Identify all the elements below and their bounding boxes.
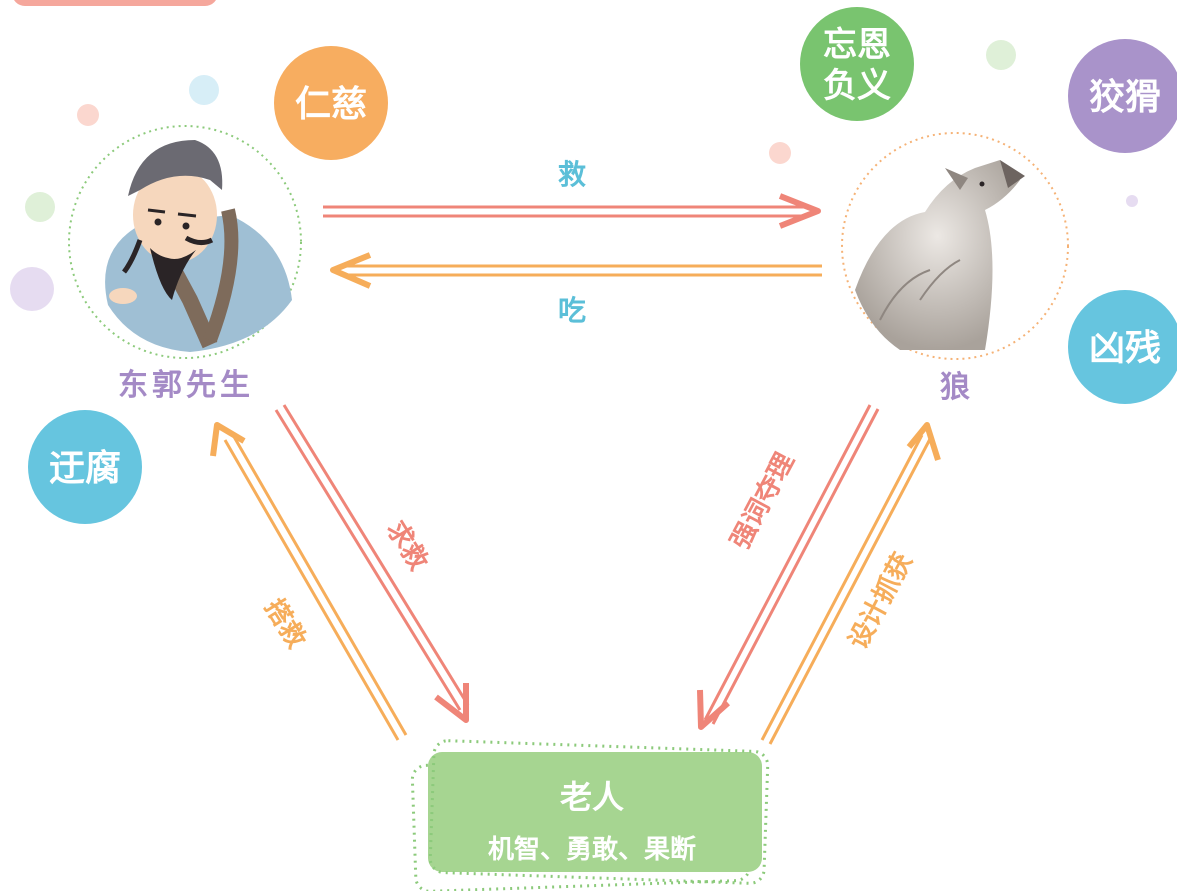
trait-jiaohua-text: 狡猾 (1089, 77, 1161, 118)
arrow-argue (697, 404, 880, 730)
oldman-name: 老人 (560, 778, 624, 816)
arrow-ask-help (274, 404, 470, 723)
trait-bubble-wangen: 忘恩 负义 (800, 7, 914, 121)
decorative-dots (10, 40, 1138, 311)
corner-tag (14, 0, 216, 6)
relation-argue-text: 强词夺理 (725, 448, 800, 554)
relation-save-text: 救 (558, 158, 586, 191)
trait-bubble-renci: 仁慈 (274, 46, 388, 160)
wolf-portrait (841, 132, 1069, 360)
oldman-card: 老人 机智、勇敢、果断 (410, 739, 770, 891)
trait-bubble-xiongcan: 凶残 (1068, 290, 1177, 404)
trait-bubble-yufu: 迂腐 (28, 410, 142, 524)
dongguo-name: 东郭先生 (118, 368, 254, 403)
trait-yufu-text: 迂腐 (49, 448, 121, 489)
arrow-trap (760, 422, 941, 745)
wolf-name: 狼 (940, 370, 970, 405)
trait-bubble-jiaohua: 狡猾 (1068, 39, 1177, 153)
oldman-traits: 机智、勇敢、果断 (488, 834, 696, 865)
dongguo-portrait (68, 125, 302, 359)
arrow-eat (330, 252, 822, 289)
relation-eat-text: 吃 (558, 294, 586, 327)
relation-ask-help-text: 求救 (380, 516, 433, 576)
relation-rescue-text: 搭救 (258, 594, 311, 654)
arrow-rescue (210, 422, 408, 741)
trait-renci-text: 仁慈 (295, 84, 367, 125)
arrow-save (323, 193, 821, 229)
trait-wangen-text-line2: 负义 (823, 66, 891, 106)
trait-xiongcan-text: 凶残 (1089, 328, 1161, 369)
trait-wangen-text-line1: 忘恩 (823, 25, 891, 65)
